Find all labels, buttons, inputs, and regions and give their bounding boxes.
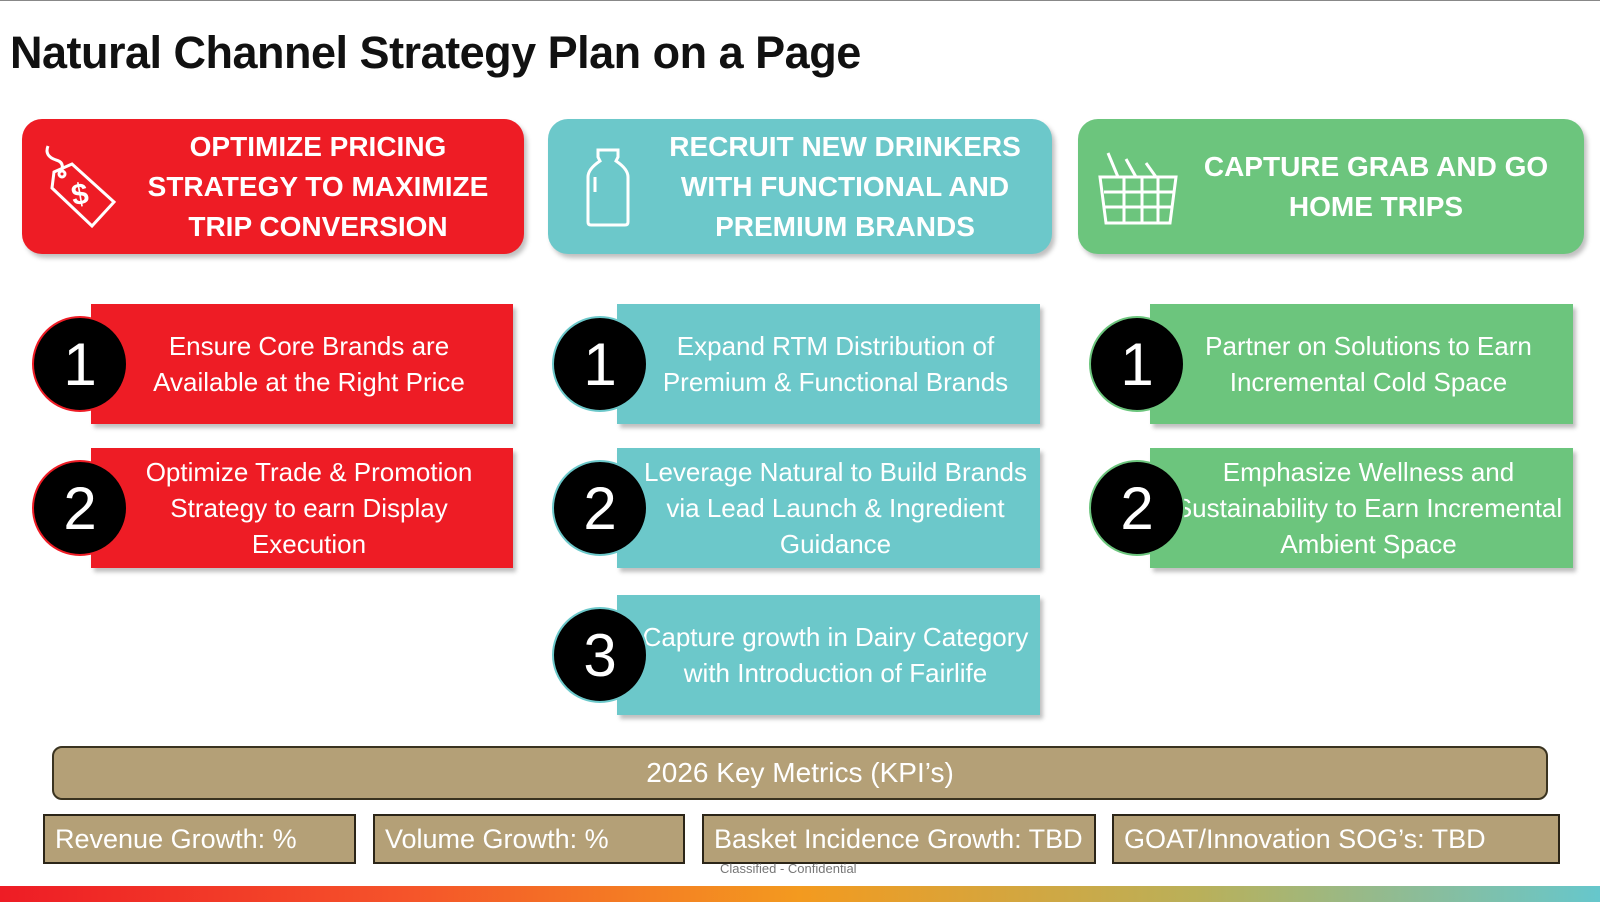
kpi-goat-innovation: GOAT/Innovation SOG’s: TBD <box>1112 814 1560 864</box>
strategy-item: Emphasize Wellness and Sustainability to… <box>1150 448 1573 568</box>
pillar-heading: RECRUIT NEW DRINKERS WITH FUNCTIONAL AND… <box>669 130 1021 242</box>
kpi-header: 2026 Key Metrics (KPI’s) <box>52 746 1548 800</box>
number-badge: 1 <box>32 316 128 412</box>
number-badge: 2 <box>552 460 648 556</box>
footer-gradient-bar <box>0 886 1600 902</box>
strategy-item: Capture growth in Dairy Category with In… <box>617 595 1040 715</box>
kpi-revenue-growth: Revenue Growth: % <box>43 814 356 864</box>
pillar-header-grab-go: CAPTURE GRAB AND GO HOME TRIPS <box>1078 119 1584 254</box>
pillar-heading: OPTIMIZE PRICING STRATEGY TO MAXIMIZE TR… <box>147 130 489 242</box>
strategy-item: Optimize Trade & Promotion Strategy to e… <box>91 448 513 568</box>
number-badge: 2 <box>1089 460 1185 556</box>
number-badge: 2 <box>32 460 128 556</box>
kpi-basket-incidence: Basket Incidence Growth: TBD <box>702 814 1096 864</box>
pillar-heading: CAPTURE GRAB AND GO HOME TRIPS <box>1203 150 1549 222</box>
strategy-item: Expand RTM Distribution of Premium & Fun… <box>617 304 1040 424</box>
pillar-header-pricing: $ OPTIMIZE PRICING STRATEGY TO MAXIMIZE … <box>22 119 524 254</box>
kpi-volume-growth: Volume Growth: % <box>373 814 685 864</box>
svg-text:$: $ <box>69 177 91 212</box>
classification-label: Classified - Confidential <box>720 861 857 876</box>
price-tag-icon: $ <box>32 142 132 232</box>
page-title: Natural Channel Strategy Plan on a Page <box>10 27 861 78</box>
strategy-item: Leverage Natural to Build Brands via Lea… <box>617 448 1040 568</box>
milk-bottle-icon <box>558 147 658 227</box>
number-badge: 3 <box>552 607 648 703</box>
shopping-basket-icon <box>1088 147 1188 227</box>
number-badge: 1 <box>1089 316 1185 412</box>
number-badge: 1 <box>552 316 648 412</box>
pillar-header-recruit: RECRUIT NEW DRINKERS WITH FUNCTIONAL AND… <box>548 119 1052 254</box>
strategy-item: Ensure Core Brands are Available at the … <box>91 304 513 424</box>
strategy-item: Partner on Solutions to Earn Incremental… <box>1150 304 1573 424</box>
